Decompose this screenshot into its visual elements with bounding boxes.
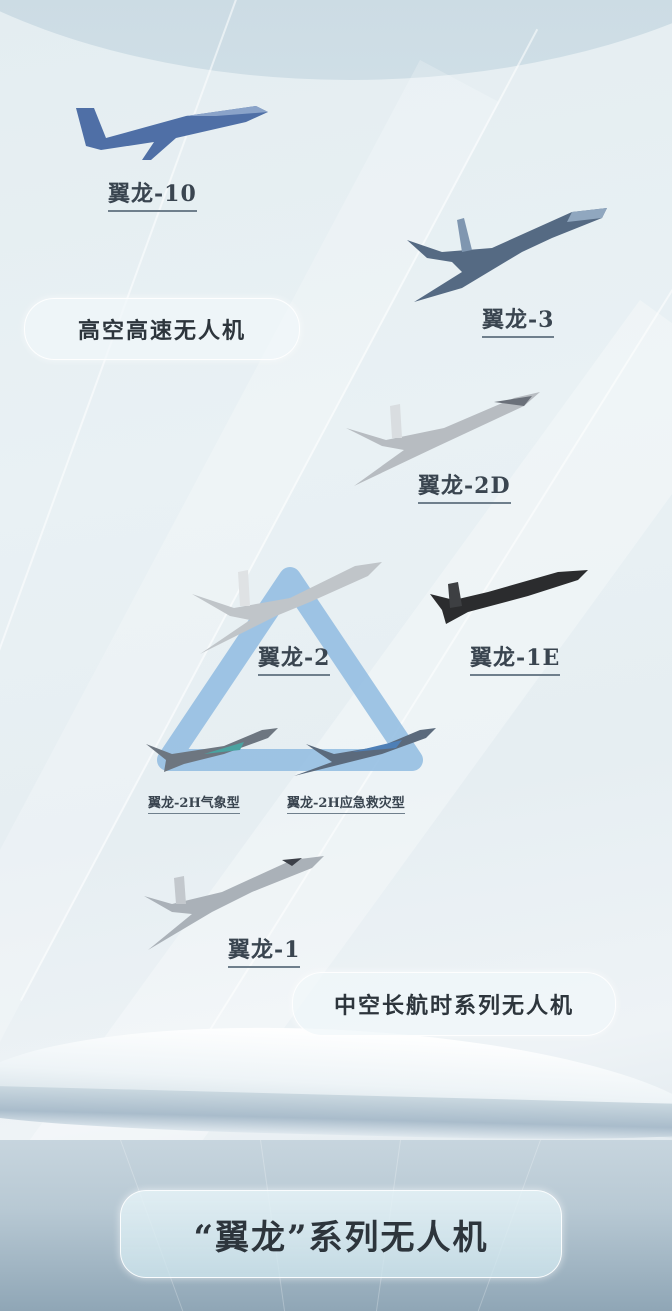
category-high-altitude: 高空高速无人机 — [24, 298, 300, 360]
drone-wl2-icon — [192, 562, 382, 654]
label-wl10: 翼龙-10 — [108, 176, 197, 212]
label-wl1e: 翼龙-1E — [470, 640, 561, 676]
drone-wl2h-rescue-icon — [294, 728, 436, 776]
label-wl2: 翼龙-2 — [258, 640, 331, 676]
label-wl2h-weather: 翼龙-2H气象型 — [148, 792, 240, 814]
drone-wl2h-weather-icon — [146, 728, 278, 772]
drone-wl1e-icon — [430, 570, 588, 624]
drone-wl10-icon — [76, 106, 268, 160]
label-wl2d: 翼龙-2D — [418, 468, 511, 504]
label-wl1: 翼龙-1 — [228, 932, 301, 968]
category-medium-altitude: 中空长航时系列无人机 — [292, 972, 616, 1036]
drone-wl3-icon — [407, 208, 607, 302]
label-wl2h-rescue: 翼龙-2H应急救灾型 — [287, 792, 405, 814]
background-top-arc — [0, 0, 672, 80]
drone-wl2d-icon — [346, 392, 540, 486]
label-wl3: 翼龙-3 — [482, 302, 555, 338]
drone-wl1-icon — [144, 856, 324, 950]
triangle-graphic — [157, 567, 423, 771]
poster-title: “翼龙”系列无人机 — [120, 1190, 562, 1278]
